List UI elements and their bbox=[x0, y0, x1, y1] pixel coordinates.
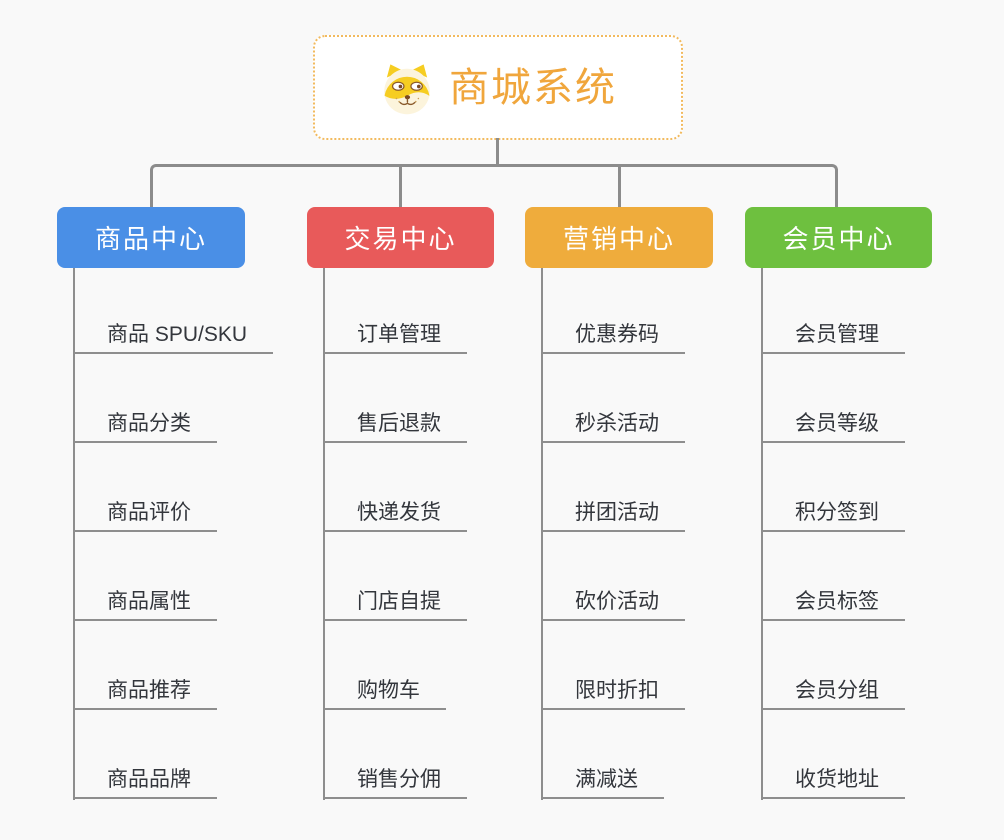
leaf-node[interactable]: 拼团活动 bbox=[541, 502, 685, 532]
leaf-node[interactable]: 限时折扣 bbox=[541, 680, 685, 710]
connector-drop-trade bbox=[399, 165, 402, 208]
leaf-node[interactable]: 商品属性 bbox=[73, 591, 217, 621]
branch-items-product: 商品 SPU/SKU 商品分类 商品评价 商品属性 商品推荐 商品品牌 bbox=[73, 268, 274, 799]
branch-node-trade-center[interactable]: 交易中心 bbox=[307, 207, 494, 268]
branch-items-trade: 订单管理 售后退款 快递发货 门店自提 购物车 销售分佣 bbox=[323, 268, 467, 799]
leaf-node[interactable]: 会员等级 bbox=[761, 413, 905, 443]
leaf-node[interactable]: 优惠券码 bbox=[541, 324, 685, 354]
leaf-node[interactable]: 商品分类 bbox=[73, 413, 217, 443]
leaf-node[interactable]: 订单管理 bbox=[323, 324, 467, 354]
connector-trunk-marketing bbox=[541, 268, 543, 800]
leaf-node[interactable]: 售后退款 bbox=[323, 413, 467, 443]
leaf-node[interactable]: 购物车 bbox=[323, 680, 446, 710]
leaf-node[interactable]: 积分签到 bbox=[761, 502, 905, 532]
leaf-node[interactable]: 会员标签 bbox=[761, 591, 905, 621]
leaf-node[interactable]: 会员分组 bbox=[761, 680, 905, 710]
leaf-node[interactable]: 砍价活动 bbox=[541, 591, 685, 621]
leaf-node[interactable]: 销售分佣 bbox=[323, 769, 467, 799]
branch-node-member-center[interactable]: 会员中心 bbox=[745, 207, 932, 268]
root-title: 商城系统 bbox=[449, 65, 617, 110]
connector-trunk-trade bbox=[323, 268, 325, 800]
leaf-node[interactable]: 快递发货 bbox=[323, 502, 467, 532]
leaf-node[interactable]: 满减送 bbox=[541, 769, 664, 799]
connector-trunk-member bbox=[761, 268, 763, 800]
branch-items-marketing: 优惠券码 秒杀活动 拼团活动 砍价活动 限时折扣 满减送 bbox=[541, 268, 685, 799]
connector-trunk-product bbox=[73, 268, 75, 800]
leaf-node[interactable]: 会员管理 bbox=[761, 324, 905, 354]
connector-root-stem bbox=[496, 138, 499, 167]
leaf-node[interactable]: 门店自提 bbox=[323, 591, 467, 621]
leaf-node[interactable]: 商品推荐 bbox=[73, 680, 217, 710]
branch-node-marketing-center[interactable]: 营销中心 bbox=[525, 207, 713, 268]
leaf-node[interactable]: 秒杀活动 bbox=[541, 413, 685, 443]
connector-bus bbox=[150, 164, 838, 208]
doge-icon bbox=[384, 63, 430, 114]
branch-items-member: 会员管理 会员等级 积分签到 会员标签 会员分组 收货地址 bbox=[761, 268, 905, 799]
root-node[interactable]: 商城系统 bbox=[313, 35, 683, 140]
connector-drop-marketing bbox=[618, 165, 621, 208]
branch-node-product-center[interactable]: 商品中心 bbox=[57, 207, 245, 268]
leaf-node[interactable]: 收货地址 bbox=[761, 769, 905, 799]
leaf-node[interactable]: 商品 SPU/SKU bbox=[73, 324, 274, 354]
leaf-node[interactable]: 商品品牌 bbox=[73, 769, 217, 799]
leaf-node[interactable]: 商品评价 bbox=[73, 502, 217, 532]
